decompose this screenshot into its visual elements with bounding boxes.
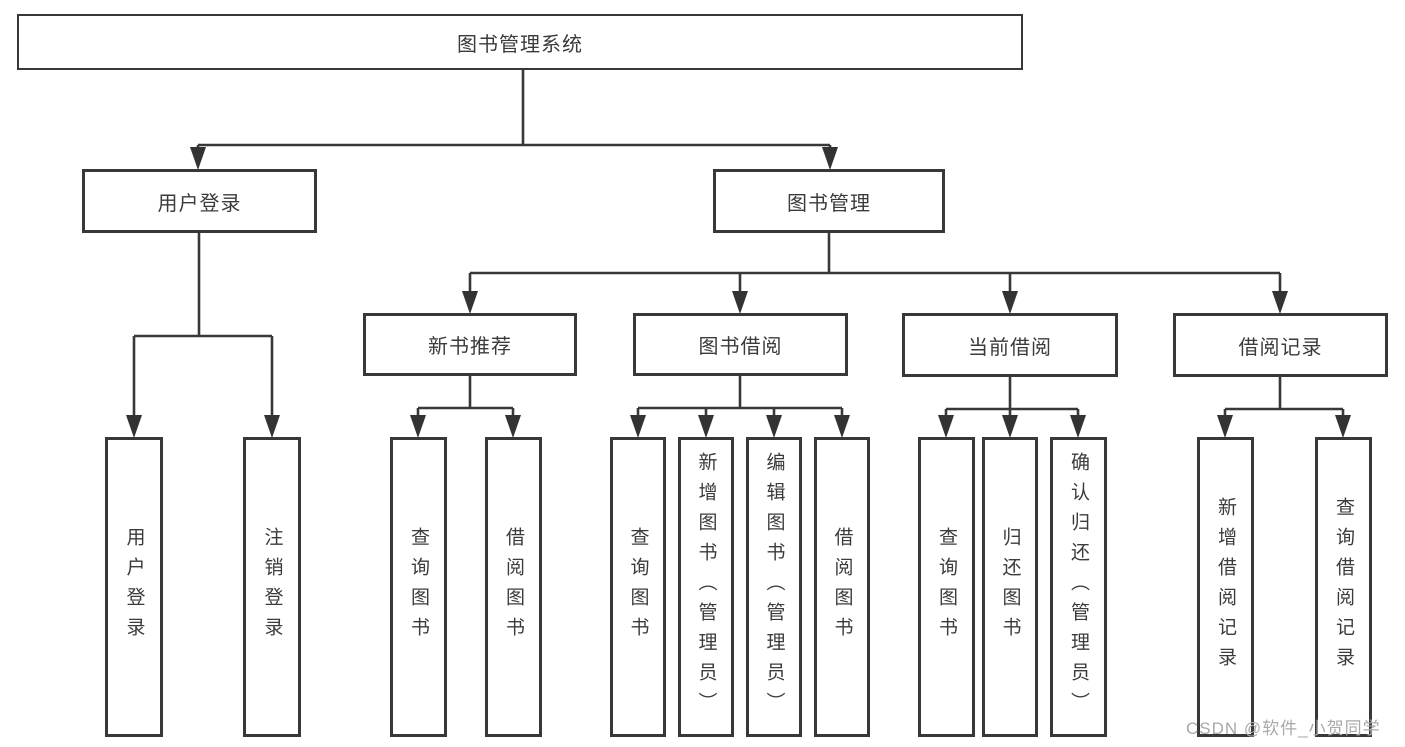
leaf-borrow-books-2-label: 借阅图书 xyxy=(831,527,853,647)
leaf-query-borrow-record-label: 查询借阅记录 xyxy=(1333,497,1354,677)
node-book-borrow-label: 图书借阅 xyxy=(698,336,783,358)
leaf-edit-book-admin: 编辑图书（管理员） xyxy=(746,437,802,737)
leaf-query-books-3-label: 查询图书 xyxy=(936,527,957,647)
leaf-query-borrow-record: 查询借阅记录 xyxy=(1315,437,1372,737)
node-new-book-recommend-label: 新书推荐 xyxy=(428,336,512,358)
leaf-logout: 注销登录 xyxy=(243,437,301,737)
leaf-logout-label: 注销登录 xyxy=(261,527,283,647)
node-user-login-label: 用户登录 xyxy=(157,192,242,215)
node-new-book-recommend: 新书推荐 xyxy=(363,313,577,376)
leaf-query-books-1: 查询图书 xyxy=(390,437,447,737)
leaf-return-book: 归还图书 xyxy=(982,437,1038,737)
leaf-borrow-books-1-label: 借阅图书 xyxy=(503,527,524,647)
leaf-confirm-return-admin: 确认归还（管理员） xyxy=(1050,437,1107,737)
node-book-management-label: 图书管理 xyxy=(787,192,871,215)
leaf-confirm-return-admin-label: 确认归还（管理员） xyxy=(1068,452,1089,722)
node-current-borrow-label: 当前借阅 xyxy=(968,336,1052,359)
leaf-query-books-2-label: 查询图书 xyxy=(627,527,649,647)
leaf-user-login: 用户登录 xyxy=(105,437,163,737)
leaf-borrow-books-1: 借阅图书 xyxy=(485,437,542,737)
node-borrow-records-label: 借阅记录 xyxy=(1238,336,1323,359)
csdn-watermark: CSDN @软件_小贺同学 xyxy=(1186,719,1381,738)
leaf-query-books-1-label: 查询图书 xyxy=(408,527,429,647)
node-user-login: 用户登录 xyxy=(82,169,317,233)
node-root-label: 图书管理系统 xyxy=(457,33,583,56)
node-book-management: 图书管理 xyxy=(713,169,945,233)
leaf-query-books-2: 查询图书 xyxy=(610,437,666,737)
node-borrow-records: 借阅记录 xyxy=(1173,313,1388,377)
leaf-edit-book-admin-label: 编辑图书（管理员） xyxy=(763,452,785,722)
node-book-borrow: 图书借阅 xyxy=(633,313,848,376)
leaf-user-login-label: 用户登录 xyxy=(123,527,145,647)
leaf-add-borrow-record: 新增借阅记录 xyxy=(1197,437,1254,737)
leaf-return-book-label: 归还图书 xyxy=(999,527,1021,647)
leaf-borrow-books-2: 借阅图书 xyxy=(814,437,870,737)
node-current-borrow: 当前借阅 xyxy=(902,313,1118,377)
leaf-add-book-admin: 新增图书（管理员） xyxy=(678,437,734,737)
leaf-add-borrow-record-label: 新增借阅记录 xyxy=(1215,497,1236,677)
node-root: 图书管理系统 xyxy=(17,14,1023,70)
leaf-add-book-admin-label: 新增图书（管理员） xyxy=(695,452,717,722)
leaf-query-books-3: 查询图书 xyxy=(918,437,975,737)
